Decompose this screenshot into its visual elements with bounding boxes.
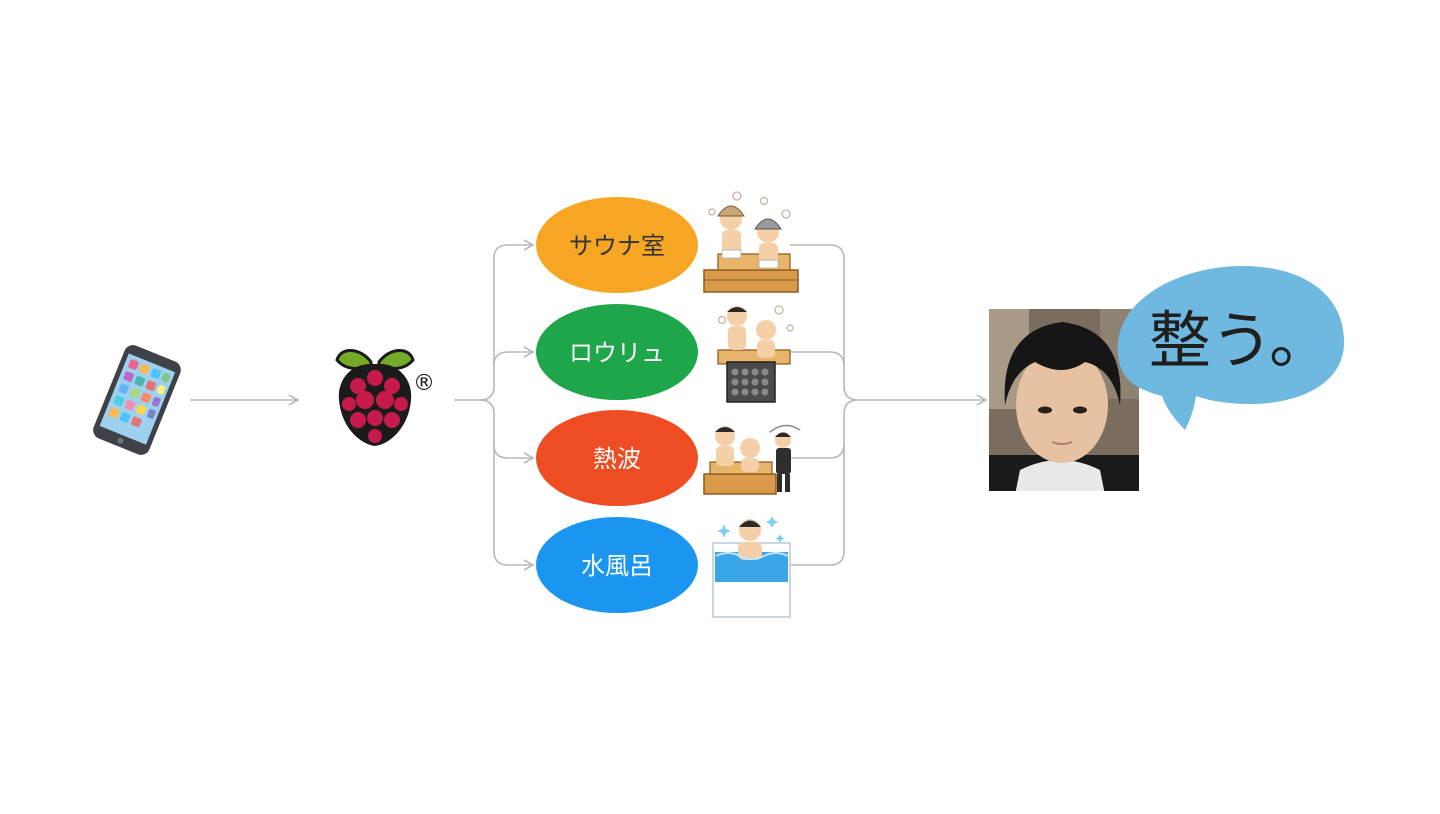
stage-node-loyly — [536, 304, 698, 400]
speech-text: 整う。 — [1149, 304, 1331, 377]
person-photo — [989, 309, 1139, 491]
fan-in-branch-loyly — [790, 351, 845, 367]
fan-out-connector — [454, 239, 535, 401]
smartphone-icon — [93, 345, 181, 455]
stage-node-coldbath — [536, 517, 698, 613]
stage-label-heatwave: 熱波 — [593, 445, 641, 473]
stage-sauna: サウナ室 — [536, 197, 698, 293]
towel-fanning-icon — [703, 424, 801, 495]
fan-in-branch-coldbath — [790, 444, 845, 566]
registered-mark: ® — [413, 371, 435, 396]
stage-node-heatwave — [536, 410, 698, 506]
fan-out-branch-loyly — [493, 346, 535, 366]
fan-in-connector — [790, 244, 988, 406]
stage-heatwave: 熱波 — [536, 410, 698, 506]
stage-label-loyly: ロウリュ — [569, 339, 665, 367]
stage-coldbath: 水風呂 — [536, 517, 698, 613]
stage-label-sauna: サウナ室 — [569, 232, 665, 260]
stage-loyly: ロウリュ — [536, 304, 698, 400]
raspberry-pi-logo-icon — [335, 349, 415, 446]
fan-in-branch-heatwave — [790, 399, 859, 459]
fan-out-branch-coldbath — [493, 445, 535, 571]
stage-node-sauna — [536, 197, 698, 293]
stage-label-coldbath: 水風呂 — [581, 552, 653, 580]
speech-bubble: 整う。 — [1117, 266, 1345, 430]
loyly-stove-icon — [717, 305, 794, 403]
connectors — [190, 239, 988, 571]
fan-out-branch-heatwave — [479, 399, 535, 464]
sauna-people-icon — [703, 191, 799, 293]
cold-bath-icon — [712, 516, 791, 618]
